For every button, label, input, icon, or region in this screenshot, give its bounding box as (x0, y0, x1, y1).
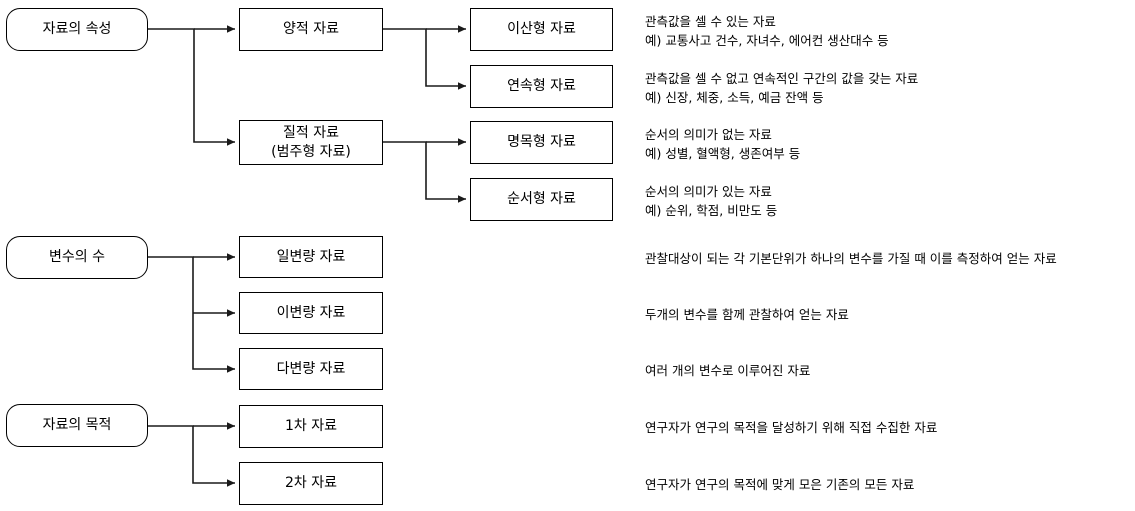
arrowhead-multivariate (227, 365, 235, 373)
node-primary-data[interactable]: 1차 자료 (239, 405, 383, 448)
description-ordinal-data: 순서의 의미가 있는 자료 예) 순위, 학점, 비만도 등 (645, 184, 778, 219)
arrowhead-discrete (458, 25, 466, 33)
connector-variable-trunk (148, 256, 235, 370)
node-root-variable-count[interactable]: 변수의 수 (6, 236, 148, 279)
arrowhead-nominal (458, 138, 466, 146)
arrowhead-univariate (227, 253, 235, 261)
description-multivariate-data: 여러 개의 변수로 이루어진 자료 (645, 363, 811, 378)
description-primary-data: 연구자가 연구의 목적을 달성하기 위해 직접 수집한 자료 (645, 420, 938, 435)
description-nominal-data: 순서의 의미가 없는 자료 예) 성별, 혈액형, 생존여부 등 (645, 127, 801, 162)
node-ordinal-data[interactable]: 순서형 자료 (470, 178, 613, 221)
description-discrete-data: 관측값을 셀 수 있는 자료 예) 교통사고 건수, 자녀수, 에어컨 생산대수… (645, 14, 889, 49)
connector-attribute-trunk (148, 28, 235, 143)
node-root-data-attribute[interactable]: 자료의 속성 (6, 8, 148, 51)
arrowhead-quantitative (227, 25, 235, 33)
arrowhead-ordinal (458, 195, 466, 203)
node-quantitative-data[interactable]: 양적 자료 (239, 8, 383, 51)
connector-purpose-trunk (148, 425, 235, 484)
description-univariate-data: 관찰대상이 되는 각 기본단위가 하나의 변수를 가질 때 이를 측정하여 얻는… (645, 251, 1057, 266)
node-bivariate-data[interactable]: 이변량 자료 (239, 292, 383, 334)
connector-quantitative-trunk (383, 28, 466, 87)
node-root-data-purpose[interactable]: 자료의 목적 (6, 404, 148, 447)
node-discrete-data[interactable]: 이산형 자료 (470, 8, 613, 51)
arrowhead-secondary (227, 479, 235, 487)
description-bivariate-data: 두개의 변수를 함께 관찰하여 얻는 자료 (645, 307, 849, 322)
node-univariate-data[interactable]: 일변량 자료 (239, 236, 383, 278)
node-nominal-data[interactable]: 명목형 자료 (470, 121, 613, 164)
arrowhead-continuous (458, 82, 466, 90)
arrowhead-qualitative (227, 138, 235, 146)
connector-qualitative-trunk (383, 141, 466, 200)
description-secondary-data: 연구자가 연구의 목적에 맞게 모은 기존의 모든 자료 (645, 477, 915, 492)
node-secondary-data[interactable]: 2차 자료 (239, 462, 383, 505)
arrowhead-primary (227, 422, 235, 430)
node-qualitative-data[interactable]: 질적 자료 (범주형 자료) (239, 120, 383, 165)
node-multivariate-data[interactable]: 다변량 자료 (239, 348, 383, 390)
description-continuous-data: 관측값을 셀 수 없고 연속적인 구간의 값을 갖는 자료 예) 신장, 체중,… (645, 71, 919, 106)
node-continuous-data[interactable]: 연속형 자료 (470, 65, 613, 108)
arrowhead-bivariate (227, 309, 235, 317)
